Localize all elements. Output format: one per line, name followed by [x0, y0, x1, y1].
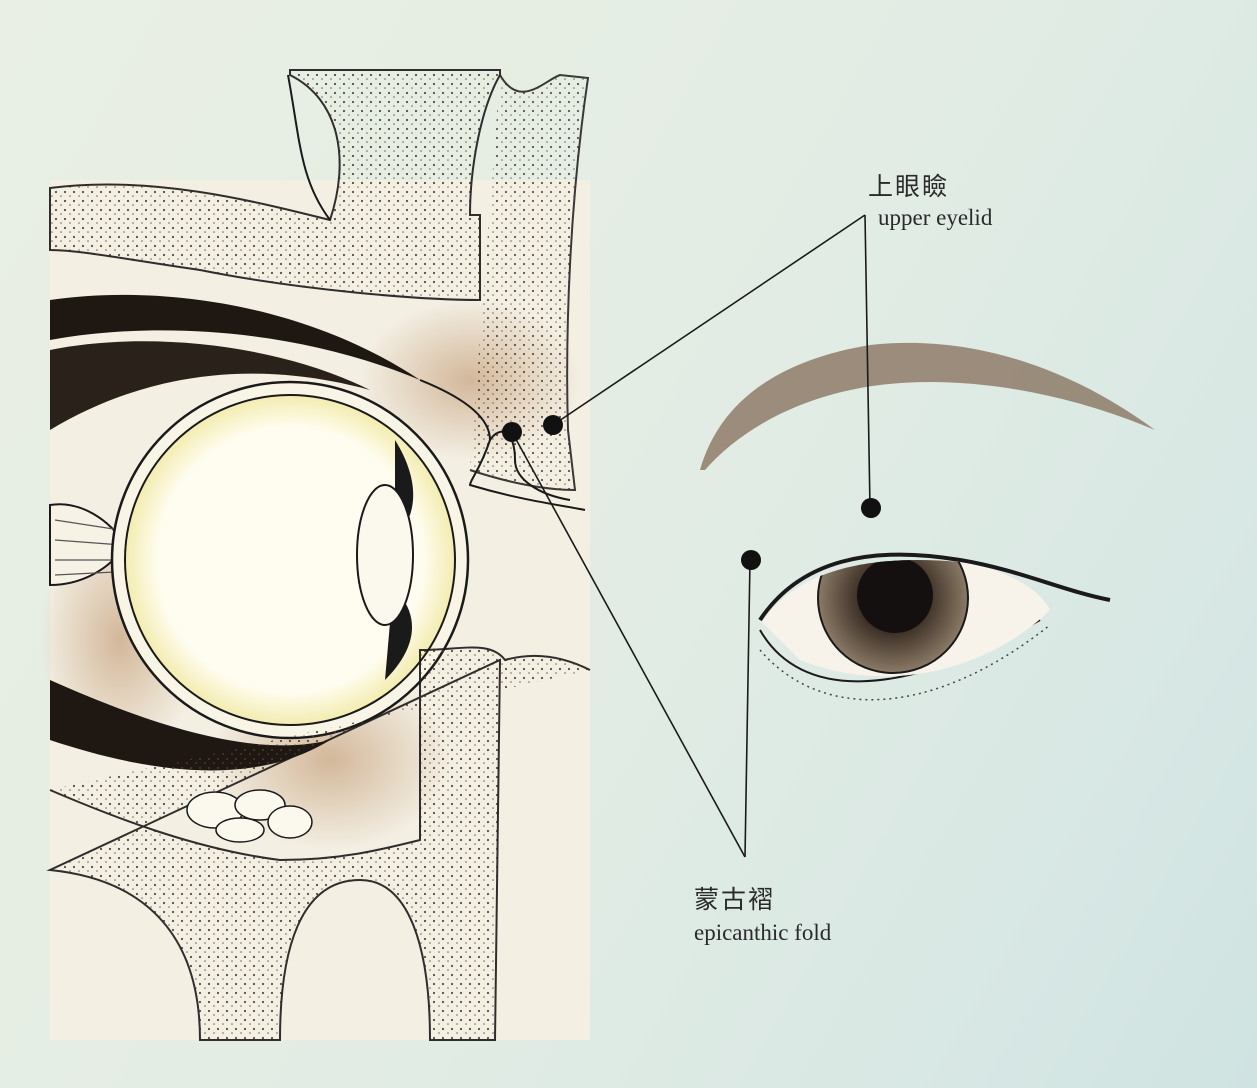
pupil — [857, 560, 933, 633]
maxilla-bone — [46, 646, 591, 1041]
upper-muscle — [50, 294, 420, 380]
frontal-bone — [49, 69, 501, 302]
fat-cells — [186, 789, 313, 843]
upper-eyelid-label-en: upper eyelid — [878, 205, 993, 230]
eyelid-section — [419, 379, 586, 511]
external-eye — [700, 342, 1155, 701]
leader-lines — [511, 214, 871, 858]
upper-eyelid-label-zh: 上眼瞼 — [868, 174, 950, 201]
epicanthic-fold-label-zh: 蒙古褶 — [694, 887, 776, 914]
epicanthic-fold-label-en: epicanthic fold — [694, 920, 832, 945]
eyeball-inner — [124, 394, 456, 726]
cross-section — [40, 69, 591, 1041]
marker-dots — [502, 415, 881, 570]
eyebrow — [700, 342, 1155, 470]
lens — [356, 484, 414, 626]
